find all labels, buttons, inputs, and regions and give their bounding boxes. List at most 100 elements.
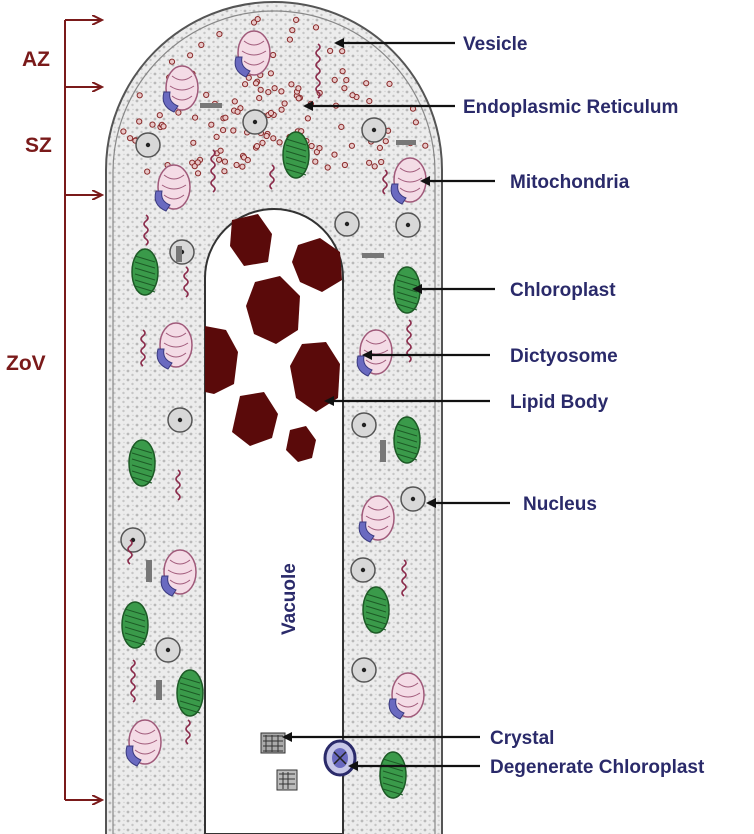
vesicle (145, 169, 150, 174)
vesicle (350, 93, 355, 98)
chloroplast (177, 670, 203, 716)
vesicle (340, 69, 345, 74)
vesicle (192, 164, 197, 169)
vesicle (305, 116, 310, 121)
vesicle (188, 53, 193, 58)
vesicle (232, 99, 237, 104)
vesicle (313, 25, 318, 30)
chloroplast (132, 249, 158, 295)
vesicle (260, 140, 265, 145)
nucleus (136, 133, 160, 157)
vesicle (128, 136, 133, 141)
label-endoplasmic-reticulum: Endoplasmic Reticulum (463, 97, 678, 118)
vesicle (282, 101, 287, 106)
vesicle (258, 87, 263, 92)
vesicle (413, 120, 418, 125)
vesicle (218, 148, 223, 153)
nucleus (362, 118, 386, 142)
vesicle (169, 59, 174, 64)
vesicle (332, 152, 337, 157)
vesicle (313, 159, 318, 164)
nucleus (352, 413, 376, 437)
vesicle (191, 140, 196, 145)
nucleus (335, 212, 359, 236)
label-dictyosome: Dictyosome (510, 346, 618, 367)
vesicle (222, 169, 227, 174)
vesicle (294, 17, 299, 22)
vesicle (223, 115, 228, 120)
vesicle (332, 77, 337, 82)
zone-label-zov: ZoV (6, 352, 46, 375)
vesicle (423, 143, 428, 148)
vesicle (279, 107, 284, 112)
vesicle (204, 92, 209, 97)
vesicle (209, 122, 214, 127)
vesicle (255, 17, 260, 22)
chloroplast (380, 752, 406, 798)
vesicle (268, 110, 273, 115)
nucleus (121, 528, 145, 552)
vesicle (309, 143, 314, 148)
vesicle (243, 82, 248, 87)
vesicle (217, 31, 222, 36)
vesicle (349, 143, 354, 148)
chloroplast (394, 417, 420, 463)
vesicle (253, 81, 258, 86)
vesicle (379, 159, 384, 164)
vesicle (339, 124, 344, 129)
nucleus (243, 110, 267, 134)
degenerate-chloroplast (325, 741, 355, 775)
nucleus (401, 487, 425, 511)
vesicle (176, 110, 181, 115)
label-vacuole: Vacuole (279, 563, 300, 635)
vesicle (266, 90, 271, 95)
chloroplast (363, 587, 389, 633)
vesicle (277, 140, 282, 145)
vesicle (387, 81, 392, 86)
nucleus (156, 638, 180, 662)
nucleus (168, 408, 192, 432)
vesicle (254, 144, 259, 149)
label-lipid-body: Lipid Body (510, 392, 609, 413)
vesicle (121, 129, 126, 134)
vesicle (271, 52, 276, 57)
vesicle (235, 109, 240, 114)
vesicle (240, 164, 245, 169)
vesicle (344, 78, 349, 83)
vesicle (383, 139, 388, 144)
vesicle (296, 96, 301, 101)
vesicle (272, 86, 277, 91)
label-nucleus: Nucleus (523, 494, 597, 515)
vesicle (342, 86, 347, 91)
vesicle (279, 89, 284, 94)
vesicle (137, 119, 142, 124)
vesicle (245, 158, 250, 163)
vesicle (296, 86, 301, 91)
zone-label-az: AZ (22, 48, 50, 71)
label-degenerate-chloroplast: Degenerate Chloroplast (490, 757, 705, 778)
label-chloroplast: Chloroplast (510, 280, 616, 301)
vesicle (231, 128, 236, 133)
vesicle (161, 124, 166, 129)
vesicle (325, 165, 330, 170)
vesicle (150, 122, 155, 127)
vesicle (193, 115, 198, 120)
vesicle (217, 157, 222, 162)
vesicle (377, 145, 382, 150)
vesicle (157, 113, 162, 118)
vesicle (234, 162, 239, 167)
zone-label-sz: SZ (25, 134, 52, 157)
vesicle (367, 99, 372, 104)
chloroplast (122, 602, 148, 648)
label-crystal: Crystal (490, 728, 554, 749)
vesicle (289, 82, 294, 87)
label-mitochondria: Mitochondria (510, 172, 630, 193)
vesicle (257, 96, 262, 101)
vesicle (287, 37, 292, 42)
chloroplast (129, 440, 155, 486)
label-vesicle: Vesicle (463, 34, 527, 55)
nucleus (396, 213, 420, 237)
vesicle (221, 128, 226, 133)
vesicle (342, 162, 347, 167)
